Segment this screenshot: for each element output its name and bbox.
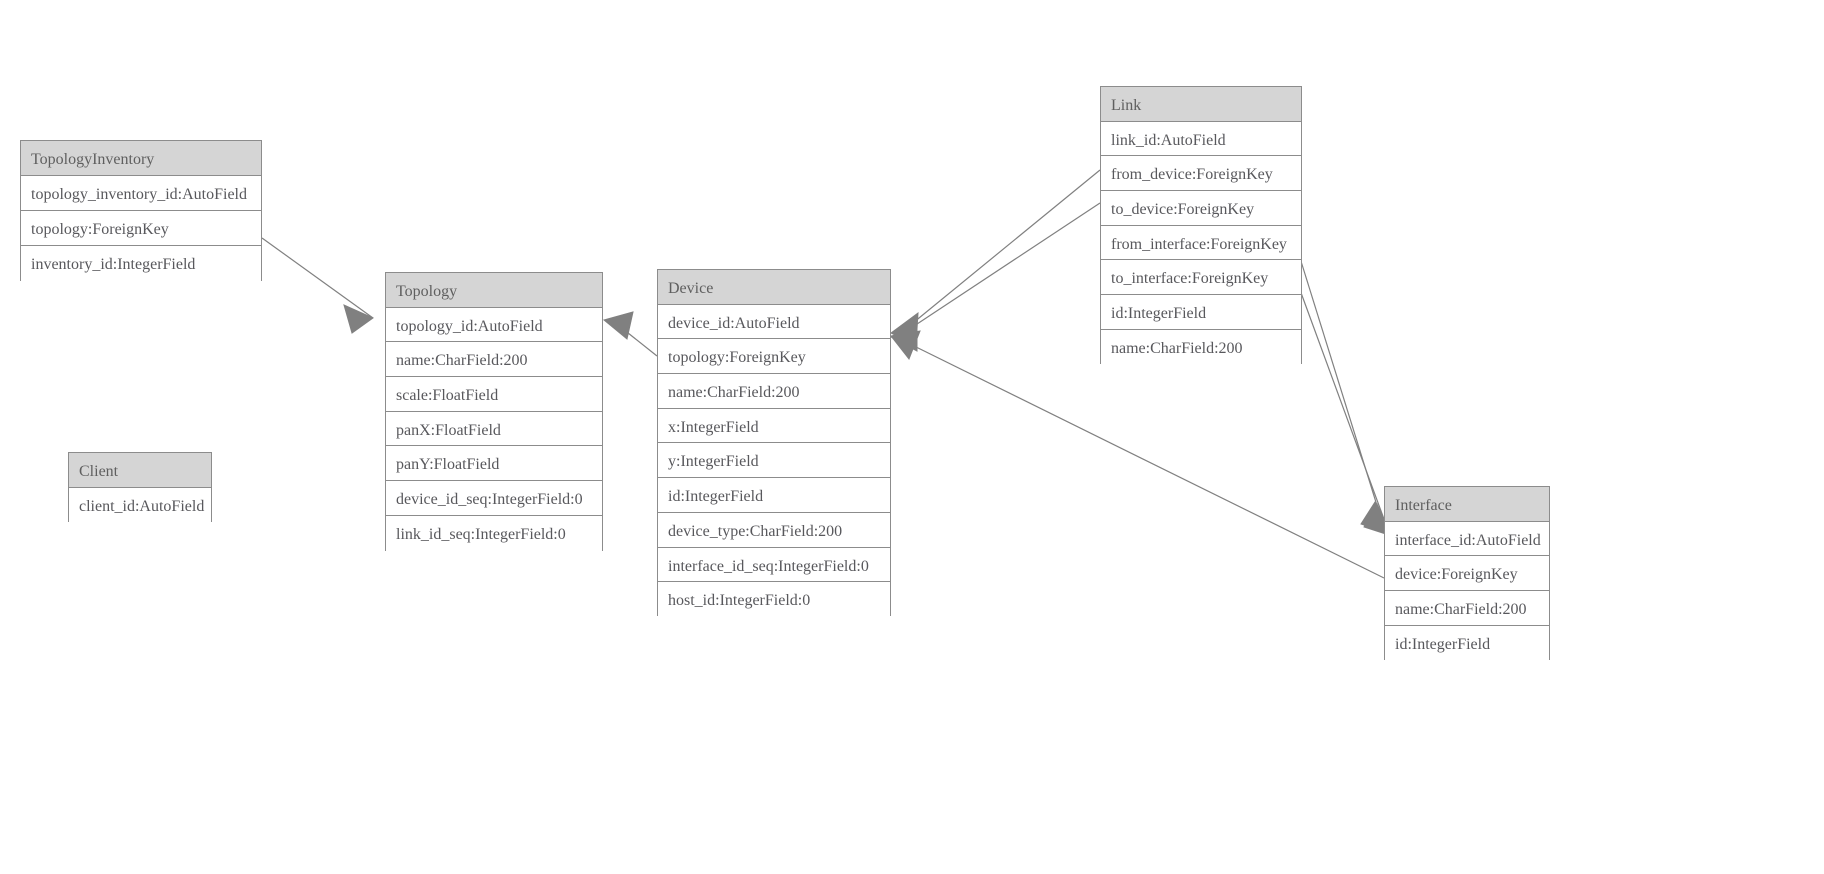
entity-field: topology_inventory_id:AutoField bbox=[21, 176, 261, 211]
relationship-line bbox=[909, 343, 1385, 579]
entity-field: link_id_seq:IntegerField:0 bbox=[386, 515, 602, 551]
relationship-line bbox=[617, 324, 658, 357]
entity-field: device_id_seq:IntegerField:0 bbox=[386, 481, 602, 516]
relationship-line bbox=[907, 202, 1101, 331]
entity-field: interface_id:AutoField bbox=[1385, 521, 1549, 557]
relationship-arrowhead bbox=[890, 311, 919, 346]
entity-title-topologyinventory: TopologyInventory bbox=[21, 141, 261, 176]
entity-field: name:CharField:200 bbox=[1385, 591, 1549, 626]
entity-field: to_device:ForeignKey bbox=[1101, 191, 1301, 226]
entity-field: name:CharField:200 bbox=[1101, 329, 1301, 365]
entity-title-link: Link bbox=[1101, 87, 1301, 122]
entity-field: client_id:AutoField bbox=[69, 488, 211, 523]
entity-field: id:IntegerField bbox=[1101, 295, 1301, 330]
entity-title-device: Device bbox=[658, 270, 890, 305]
relationship-device-topology bbox=[602, 311, 658, 357]
relationship-link-from-interface bbox=[1299, 257, 1391, 535]
entity-field: id:IntegerField bbox=[658, 478, 890, 513]
relationship-link-from-device bbox=[890, 169, 1101, 346]
entity-field: y:IntegerField bbox=[658, 443, 890, 479]
entity-field: to_interface:ForeignKey bbox=[1101, 260, 1301, 296]
relationship-arrowhead bbox=[602, 311, 634, 340]
relationship-line bbox=[1299, 289, 1389, 531]
entity-field: host_id:IntegerField:0 bbox=[658, 582, 890, 617]
entity-field: device:ForeignKey bbox=[1385, 556, 1549, 592]
entity-field: link_id:AutoField bbox=[1101, 121, 1301, 157]
relationship-arrowhead bbox=[890, 319, 918, 352]
relationship-arrowhead bbox=[890, 330, 921, 360]
entity-field: topology:ForeignKey bbox=[21, 211, 261, 246]
relationship-line bbox=[1299, 257, 1385, 529]
relationship-link-to-device bbox=[890, 202, 1101, 352]
entity-field: topology_id:AutoField bbox=[386, 307, 602, 343]
entity-field: panY:FloatField bbox=[386, 446, 602, 482]
entity-field: topology:ForeignKey bbox=[658, 339, 890, 375]
entity-field: x:IntegerField bbox=[658, 408, 890, 444]
relationship-line bbox=[261, 237, 374, 319]
relationship-line bbox=[907, 169, 1101, 328]
relationship-topologyinventory-topology bbox=[261, 237, 374, 334]
entity-title-interface: Interface bbox=[1385, 487, 1549, 522]
entity-field: device_type:CharField:200 bbox=[658, 512, 890, 548]
entity-title-topology: Topology bbox=[386, 273, 602, 308]
entity-field: id:IntegerField bbox=[1385, 625, 1549, 661]
entity-field: scale:FloatField bbox=[386, 377, 602, 412]
relationship-interface-device bbox=[890, 330, 1385, 579]
entity-field: panX:FloatField bbox=[386, 411, 602, 447]
entity-field: from_device:ForeignKey bbox=[1101, 156, 1301, 192]
entity-field: inventory_id:IntegerField bbox=[21, 246, 261, 281]
entity-field: name:CharField:200 bbox=[658, 374, 890, 409]
entity-field: name:CharField:200 bbox=[386, 342, 602, 378]
entity-field: interface_id_seq:IntegerField:0 bbox=[658, 547, 890, 583]
entity-title-client: Client bbox=[69, 453, 211, 488]
entity-field: device_id:AutoField bbox=[658, 304, 890, 340]
relationship-arrowhead bbox=[343, 304, 374, 334]
relationship-link-to-interface bbox=[1299, 289, 1393, 537]
entity-field: from_interface:ForeignKey bbox=[1101, 225, 1301, 261]
